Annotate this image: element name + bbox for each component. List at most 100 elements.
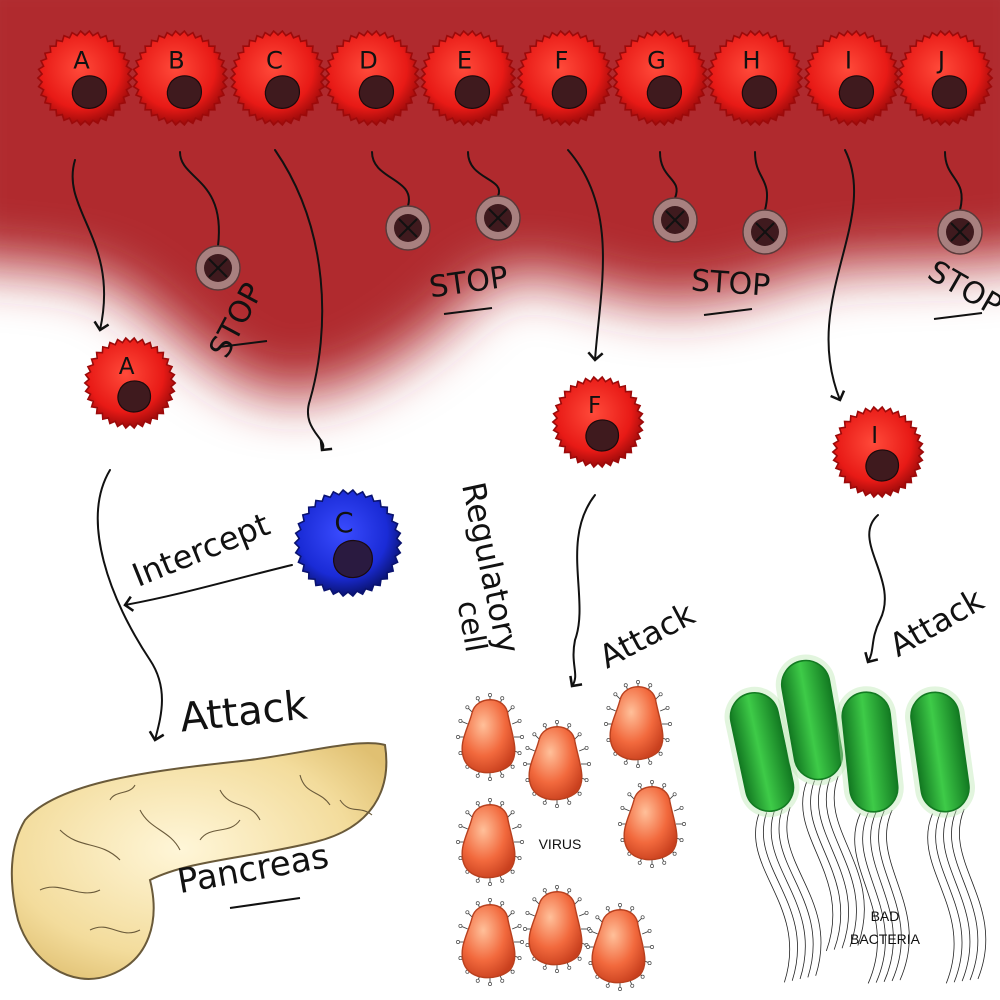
stop-label-4: STOP xyxy=(922,254,1000,324)
pancreas-fold xyxy=(109,784,136,801)
path-b xyxy=(179,151,220,247)
bacterium xyxy=(775,654,865,952)
dead-cell-j xyxy=(937,209,983,255)
pancreas-underline xyxy=(229,897,301,909)
pancreas xyxy=(10,742,388,980)
attack-label-2: Attack xyxy=(593,594,701,676)
virus-particle xyxy=(456,693,524,781)
path-g xyxy=(659,151,678,199)
mature-cell-i-nucleus xyxy=(865,449,899,482)
stop-underline xyxy=(443,307,493,315)
virus-particle xyxy=(456,798,524,886)
virus-particle xyxy=(523,720,591,808)
bacterium xyxy=(836,686,910,984)
dead-cell-e xyxy=(475,195,521,241)
virus-label: VIRUS xyxy=(539,836,582,852)
tcell-j-nucleus xyxy=(931,75,967,109)
path-c xyxy=(274,149,333,452)
path-f xyxy=(567,149,604,362)
tcell-h-letter: H xyxy=(742,46,760,74)
cross-mark-icon xyxy=(398,218,418,238)
tcell-i-letter: I xyxy=(845,46,852,74)
virus-cluster xyxy=(456,680,686,991)
pancreas-fold xyxy=(299,774,331,806)
pancreas-fold xyxy=(39,886,101,894)
path-e xyxy=(467,151,501,197)
virus-particle xyxy=(618,780,686,868)
pancreas-fold xyxy=(59,829,121,861)
tcell-j-letter: J xyxy=(936,46,945,74)
tcell-a-nucleus xyxy=(71,75,107,109)
bacteria-label-line1: BAD xyxy=(871,908,900,924)
tcell-c: C xyxy=(229,29,327,127)
regulatory-cell-c: C xyxy=(293,488,403,598)
tcell-b-nucleus xyxy=(166,75,202,109)
bacterium xyxy=(724,686,822,983)
stop-label-3: STOP xyxy=(690,263,771,303)
path-d xyxy=(371,151,410,207)
tcell-f-nucleus xyxy=(551,75,587,109)
tcell-f: F xyxy=(516,29,614,127)
pancreas-fold xyxy=(339,799,373,816)
path-i xyxy=(827,149,856,402)
virus-particle xyxy=(456,898,524,986)
tcell-h: H xyxy=(706,29,804,127)
mature-cell-a: A xyxy=(83,336,177,430)
virus-particle xyxy=(523,885,591,973)
stop-underline xyxy=(933,312,983,320)
virus-particle xyxy=(604,680,672,768)
stop-underline xyxy=(218,340,268,348)
dead-cell-d xyxy=(385,205,431,251)
pancreas-fold xyxy=(199,819,241,841)
bacteria-label-line2: BACTERIA xyxy=(850,931,921,947)
attack-arrow-bacteria xyxy=(864,514,886,664)
path-h xyxy=(754,151,768,211)
tcell-b-letter: B xyxy=(168,46,185,74)
cross-mark-icon xyxy=(665,210,685,230)
tcell-e-letter: E xyxy=(457,46,472,74)
intercept-arrow xyxy=(123,564,293,612)
stop-underline xyxy=(703,308,753,316)
dead-cell-h xyxy=(742,209,788,255)
dead-cell-g xyxy=(652,197,698,243)
tcell-g-letter: G xyxy=(647,46,666,74)
tcell-d: D xyxy=(323,29,421,127)
tcell-d-letter: D xyxy=(359,46,378,74)
tcell-i: I xyxy=(803,29,901,127)
mature-cell-i: I xyxy=(831,405,925,499)
tcell-b: B xyxy=(131,29,229,127)
pancreas-fold xyxy=(219,789,261,821)
cross-mark-icon xyxy=(488,208,508,228)
tcell-i-nucleus xyxy=(838,75,874,109)
path-j xyxy=(944,151,963,211)
mature-cell-a-nucleus xyxy=(117,380,151,413)
tcell-g: G xyxy=(611,29,709,127)
attack-label-1: Attack xyxy=(178,682,311,741)
virus-particle xyxy=(586,903,654,991)
tcell-d-nucleus xyxy=(358,75,394,109)
tcell-f-letter: F xyxy=(555,46,569,74)
mature-cell-f-nucleus xyxy=(585,419,619,452)
tcell-c-nucleus xyxy=(264,75,300,109)
tcell-c-letter: C xyxy=(266,46,283,74)
bacteria-cluster xyxy=(724,654,987,984)
pancreas-fold xyxy=(139,809,181,851)
tcell-e: E xyxy=(419,29,517,127)
regulatory-cell-c-letter: C xyxy=(334,507,353,539)
mature-cell-f-letter: F xyxy=(588,393,601,419)
cross-mark-icon xyxy=(208,258,228,278)
attack-arrow-pancreas xyxy=(96,469,165,742)
intercept-label: Intercept xyxy=(127,505,275,594)
regulatory-cell-c-nucleus xyxy=(333,540,373,579)
tcell-h-nucleus xyxy=(741,75,777,109)
regulatory-label-line2: cell xyxy=(450,598,493,655)
cross-mark-icon xyxy=(950,222,970,242)
mature-cell-i-letter: I xyxy=(871,423,878,449)
path-a xyxy=(71,159,110,332)
tcell-e-nucleus xyxy=(454,75,490,109)
cross-mark-icon xyxy=(755,222,775,242)
pancreas-fold xyxy=(89,926,141,934)
mature-cell-a-letter: A xyxy=(119,354,135,380)
